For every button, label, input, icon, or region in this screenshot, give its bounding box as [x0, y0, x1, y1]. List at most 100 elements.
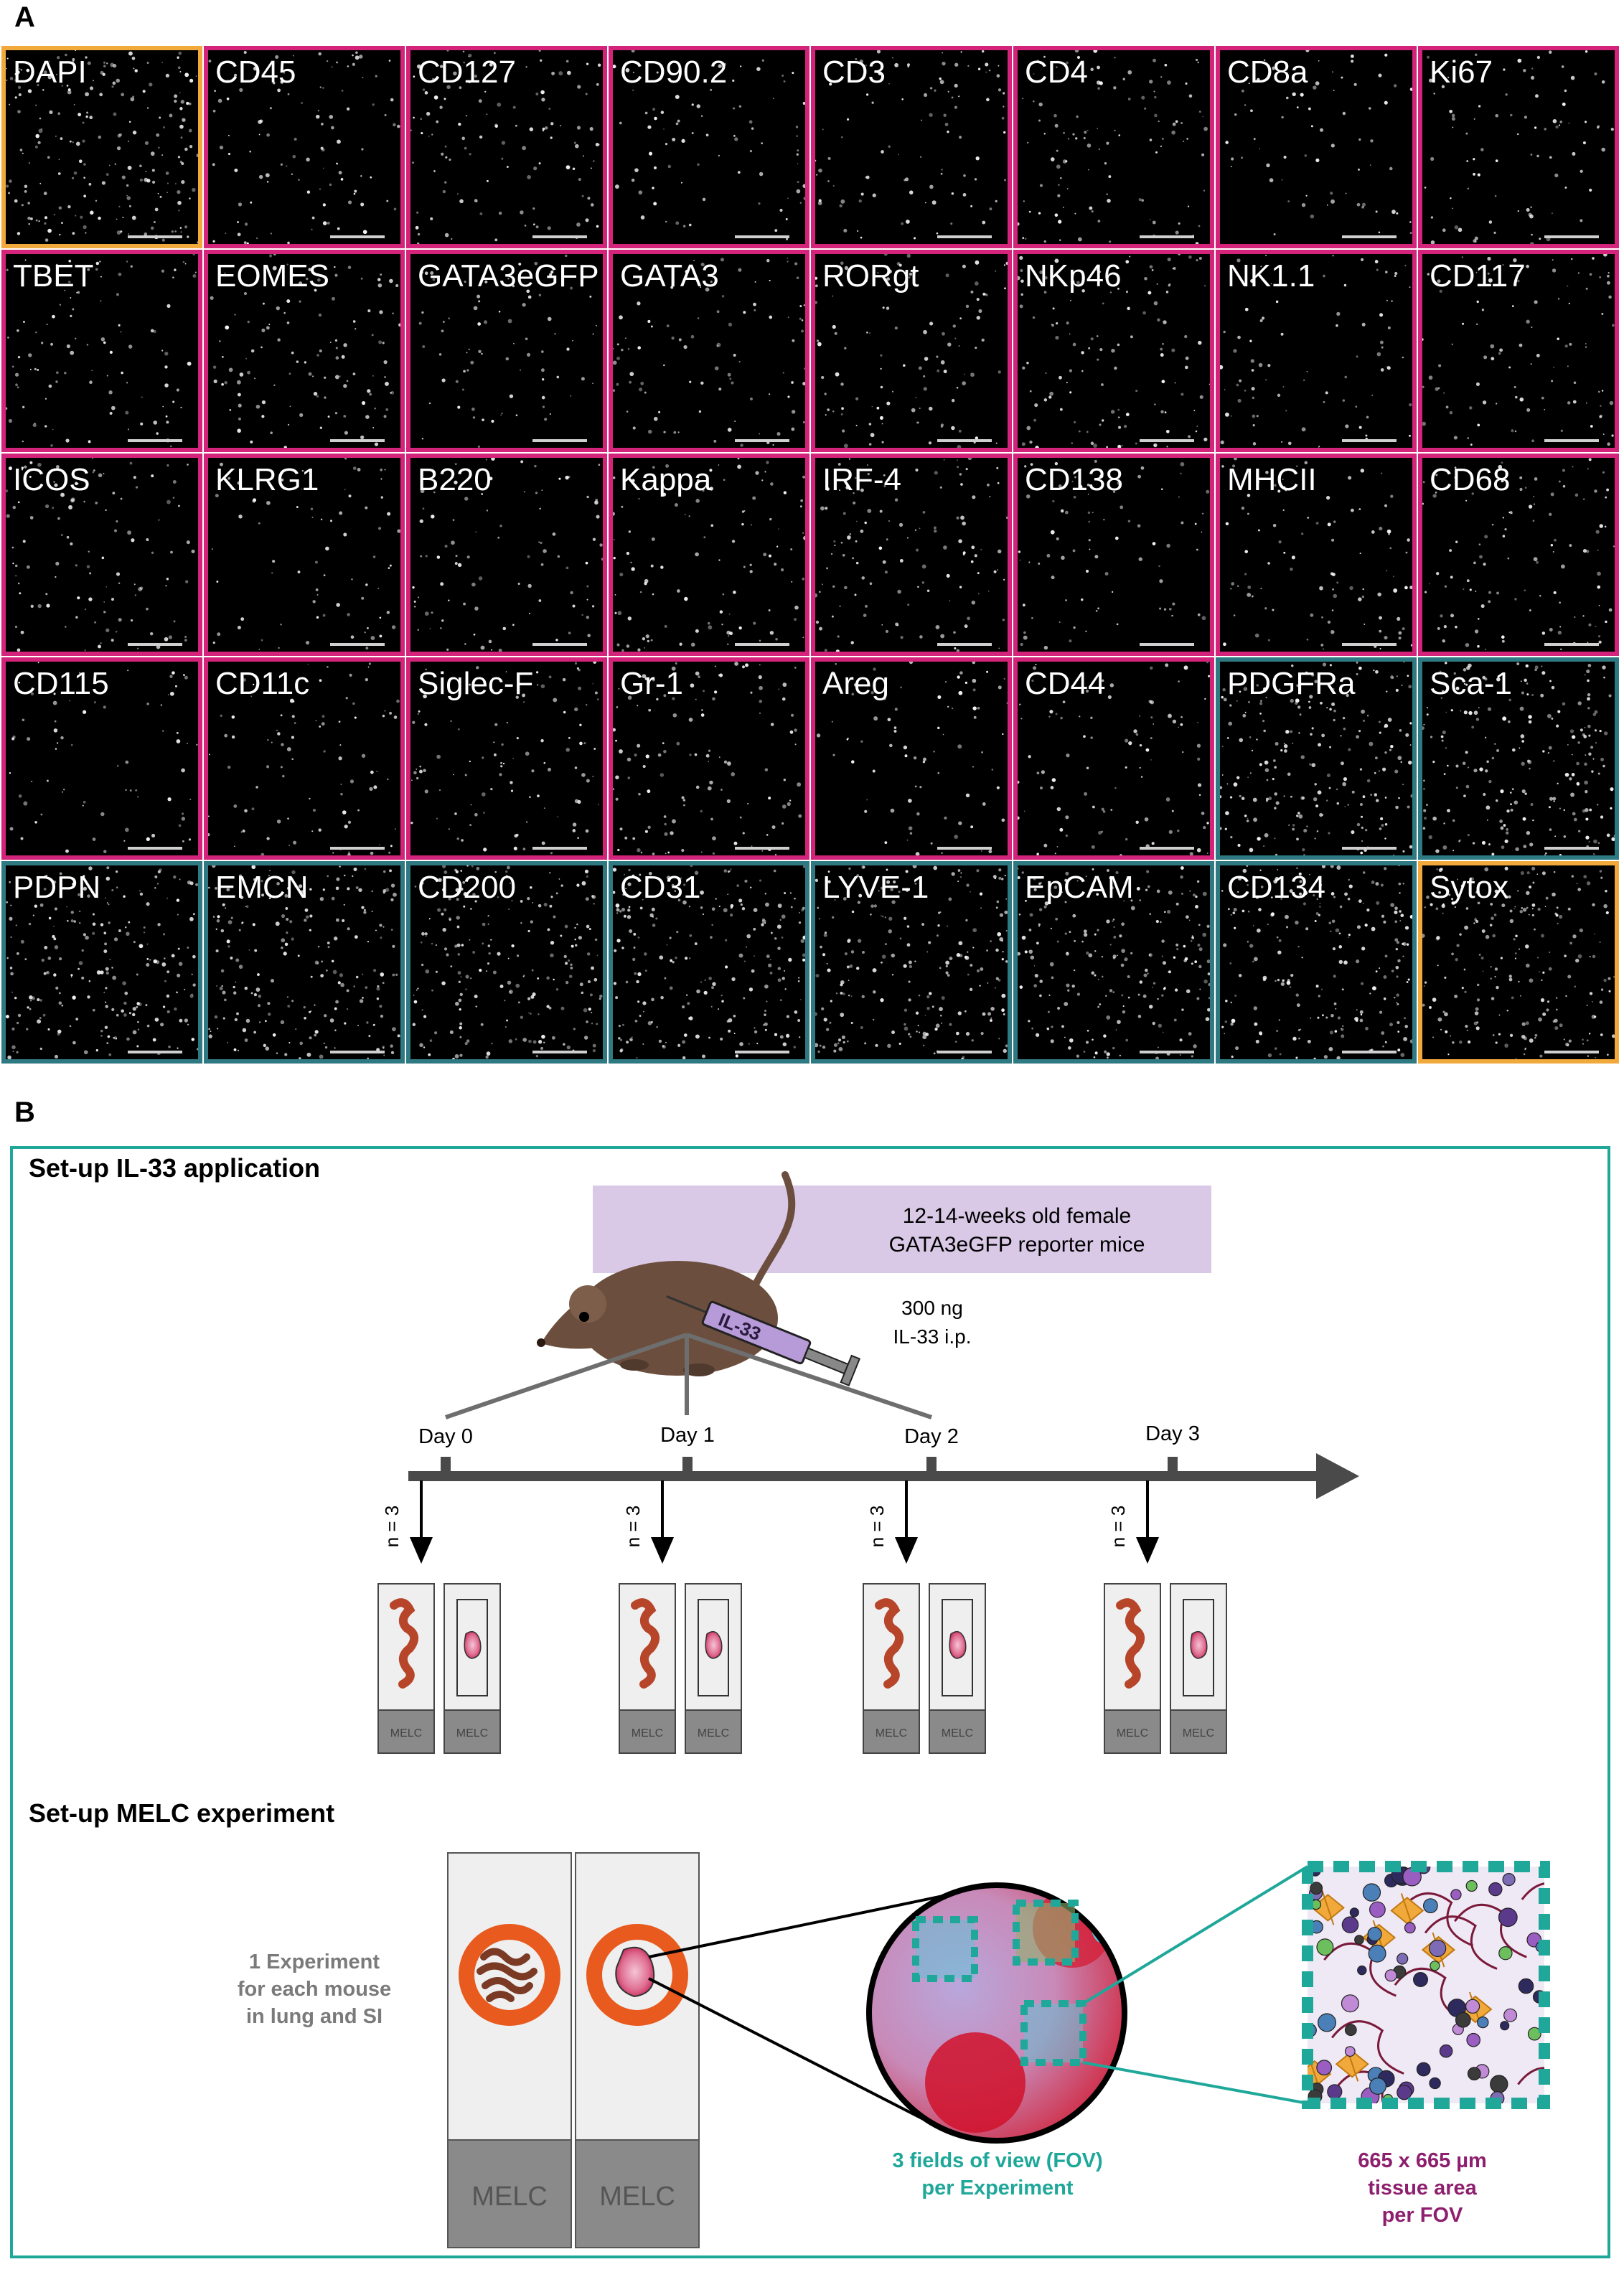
day-label-0: Day 0: [418, 1425, 473, 1448]
marker-tile: CD200: [406, 861, 607, 1064]
marker-label: DAPI: [13, 55, 87, 90]
fov-square-1: [912, 1916, 978, 1982]
marker-label: B220: [418, 462, 492, 497]
marker-label: CD134: [1227, 870, 1325, 905]
marker-tile: CD4: [1013, 46, 1214, 248]
fov-tissue-illustration: [1302, 1861, 1550, 2109]
marker-tile: LYVE-1: [811, 861, 1012, 1064]
marker-tile: B220: [406, 454, 607, 656]
marker-tile: CD90.2: [609, 46, 809, 248]
day-label-2: Day 2: [904, 1425, 959, 1448]
fov-zoom-lines: [1081, 1865, 1309, 2105]
marker-tile: KLRG1: [204, 454, 405, 656]
marker-tile: CD45: [204, 46, 405, 248]
scale-bar: [532, 235, 587, 238]
scale-bar: [1342, 235, 1397, 238]
marker-label: Areg: [822, 666, 889, 701]
scale-bar: [1544, 1051, 1599, 1053]
area-line2: tissue area: [1368, 2177, 1477, 2200]
marker-label: GATA3: [620, 258, 719, 294]
dose-line2: IL-33 i.p.: [893, 1325, 972, 1348]
slide-label: MELC: [698, 1727, 729, 1740]
il33-setup-title: Set-up IL-33 application: [29, 1153, 320, 1183]
marker-tile: GATA3: [609, 250, 809, 452]
scale-bar: [1544, 235, 1599, 238]
marker-tile: CD68: [1418, 454, 1619, 656]
marker-label: PDPN: [13, 870, 101, 905]
panel-b-frame: [10, 1146, 1610, 2258]
panel-a-letter: A: [14, 1, 35, 33]
n-label: n = 3: [1107, 1506, 1129, 1548]
scale-bar: [532, 847, 587, 850]
mice-info-line1: 12-14-weeks old female: [903, 1204, 1132, 1228]
experiment-line2: for each mouse: [238, 1978, 391, 2001]
marker-label: CD68: [1430, 462, 1511, 497]
fov-line2: per Experiment: [921, 2177, 1073, 2200]
timeline: [408, 1453, 1359, 1499]
marker-label: Sytox: [1430, 870, 1509, 905]
melc-slide-lung: MELC: [575, 1852, 700, 2248]
marker-tile: CD3: [811, 46, 1012, 248]
scale-bar: [735, 439, 789, 442]
panel-b-letter: B: [14, 1097, 35, 1128]
marker-label: CD200: [418, 870, 516, 905]
slide-label: MELC: [876, 1727, 907, 1740]
marker-tile: CD31: [609, 861, 809, 1064]
marker-label: ICOS: [13, 462, 90, 497]
marker-tile: CD138: [1013, 454, 1214, 656]
marker-tile: EMCN: [204, 861, 405, 1064]
marker-label: Ki67: [1430, 55, 1493, 90]
marker-label: CD45: [215, 55, 296, 90]
fov-square-2: [1013, 1900, 1079, 1966]
marker-tile: PDPN: [1, 861, 202, 1064]
marker-tile: GATA3eGFP: [406, 250, 607, 452]
marker-tile: Gr-1: [609, 657, 809, 860]
marker-label: MHCII: [1227, 462, 1317, 497]
slide-label: MELC: [632, 1727, 663, 1740]
marker-label: Sca-1: [1430, 666, 1512, 701]
marker-tile: CD117: [1418, 250, 1619, 452]
experiment-line3: in lung and SI: [246, 2005, 382, 2028]
marker-label: CD117: [1430, 258, 1526, 294]
scale-bar: [1342, 643, 1397, 646]
experiment-line1: 1 Experiment: [249, 1951, 380, 1973]
slide-label: MELC: [456, 1727, 488, 1740]
experiment-schematic: Set-up IL-33 application 12-14-weeks old…: [10, 1146, 1610, 2258]
scale-bar: [937, 235, 992, 238]
marker-tile: CD134: [1216, 861, 1417, 1064]
marker-tile: MHCII: [1216, 454, 1417, 656]
marker-label: CD115: [13, 666, 109, 701]
marker-label: CD127: [418, 55, 516, 90]
area-line1: 665 x 665 µm: [1358, 2149, 1487, 2172]
slide-label: MELC: [1183, 1727, 1214, 1740]
melc-slide-intestine: MELC: [447, 1852, 572, 2248]
marker-tile: Kappa: [609, 454, 809, 656]
scale-bar: [937, 1051, 992, 1053]
marker-label: KLRG1: [215, 462, 319, 497]
marker-label: CD90.2: [620, 55, 728, 90]
scale-bar: [937, 847, 992, 850]
marker-label: Gr-1: [620, 666, 683, 701]
scale-bar: [128, 439, 182, 442]
scale-bar: [330, 643, 385, 646]
slide-label: MELC: [942, 1727, 973, 1740]
melc-setup-title: Set-up MELC experiment: [29, 1798, 334, 1828]
scale-bar: [1140, 1051, 1194, 1053]
scale-bar: [1342, 847, 1397, 850]
marker-label: EOMES: [215, 258, 329, 294]
mice-info-box: [593, 1186, 1211, 1273]
marker-label: CD31: [620, 870, 701, 905]
area-line3: per FOV: [1382, 2204, 1463, 2227]
marker-label: CD3: [822, 55, 886, 90]
marker-tile: CD115: [1, 657, 202, 860]
marker-label: LYVE-1: [822, 870, 929, 905]
scale-bar: [532, 1051, 587, 1053]
marker-tile: IRF-4: [811, 454, 1012, 656]
scale-bar: [532, 643, 587, 646]
marker-label: Siglec-F: [418, 666, 534, 701]
fov-line1: 3 fields of view (FOV): [892, 2149, 1102, 2172]
slide-label: MELC: [390, 1727, 422, 1740]
marker-label: TBET: [13, 258, 94, 294]
